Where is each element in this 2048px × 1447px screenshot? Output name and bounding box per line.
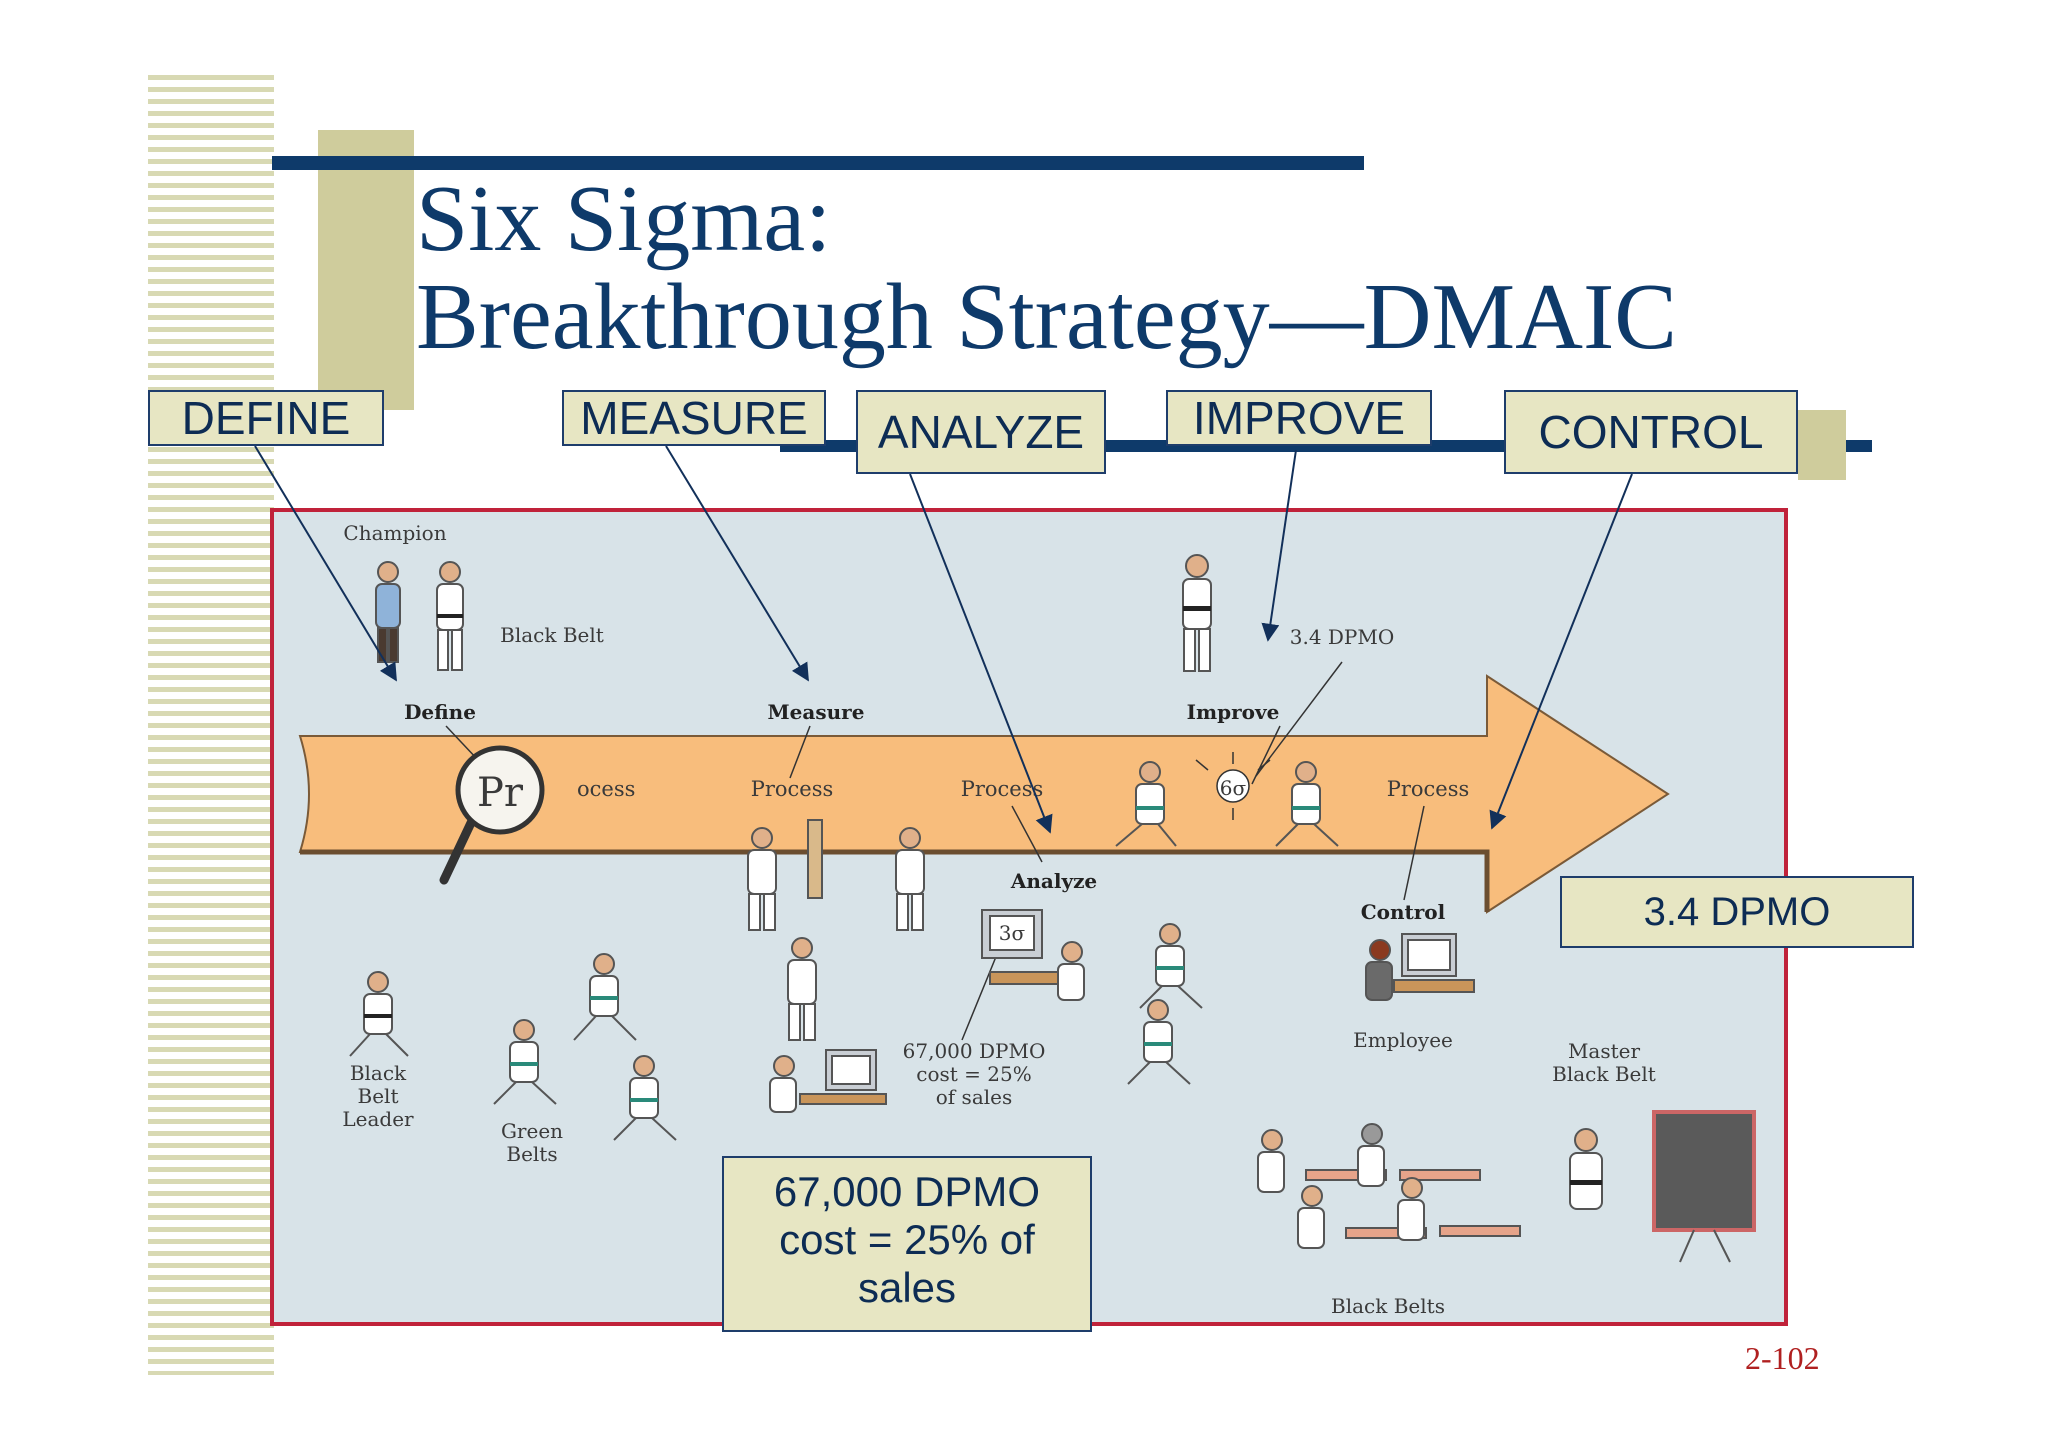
title-line-1: Six Sigma: — [416, 167, 832, 271]
role-black-belt-leader-3: Leader — [342, 1107, 414, 1131]
page-number: 2-102 — [1745, 1340, 1820, 1376]
arrow-shadow — [300, 849, 1490, 912]
connector-measure — [665, 445, 809, 682]
baseline-workstation — [769, 1049, 887, 1113]
connector-control — [1489, 473, 1633, 830]
role-black-belt-leader-1: Black — [350, 1061, 407, 1085]
analyze-note-1: 67,000 DPMO — [903, 1039, 1046, 1063]
step-measure-label: Measure — [768, 700, 865, 724]
connector-define — [254, 445, 397, 682]
green-belt-figures — [349, 923, 1203, 1141]
callout-baseline-line1: 67,000 DPMO — [773, 1168, 1041, 1215]
phase-analyze: ANALYZE — [856, 390, 1106, 474]
step-analyze-label: Analyze — [1010, 869, 1097, 893]
process-arrow — [298, 674, 1670, 914]
analyze-note-3: of sales — [936, 1085, 1012, 1109]
role-black-belts-label: Black Belts — [1331, 1294, 1445, 1318]
callout-baseline-line3: sales — [857, 1264, 957, 1311]
role-master-black-belt-2: Black Belt — [1552, 1062, 1656, 1086]
employee-workstation — [1365, 933, 1475, 1001]
process-label-define: ocess — [577, 777, 635, 801]
callout-target-dpmo: 3.4 DPMO — [1560, 876, 1914, 948]
phase-accent-block — [1798, 410, 1846, 480]
role-black-belt-label: Black Belt — [500, 623, 604, 647]
title-rule — [272, 156, 1364, 170]
title-line-2: Breakthrough Strategy—DMAIC — [416, 265, 1677, 369]
six-sigma-symbol: 6σ — [1220, 776, 1247, 800]
improve-dpmo-label: 3.4 DPMO — [1290, 625, 1395, 649]
black-belts-classroom — [1257, 1123, 1521, 1249]
sparring-figures — [1115, 761, 1339, 847]
role-green-belts-1: Green — [501, 1119, 563, 1143]
slide-title: Six Sigma: Breakthrough Strategy—DMAIC — [416, 170, 1677, 366]
magnifier-icon: Pr — [439, 745, 545, 885]
role-employee-label: Employee — [1353, 1028, 1453, 1052]
connector-improve — [1261, 449, 1297, 642]
role-black-belt-leader-2: Belt — [358, 1084, 399, 1108]
step-improve-label: Improve — [1187, 700, 1280, 724]
master-black-belt-figure — [1569, 1110, 1756, 1263]
measure-figures — [747, 819, 925, 1041]
callout-baseline-line2: cost = 25% of — [779, 1216, 1035, 1263]
phase-improve: IMPROVE — [1166, 390, 1432, 446]
step-control-label: Control — [1361, 900, 1446, 924]
callout-baseline-dpmo: 67,000 DPMO cost = 25% of sales — [722, 1156, 1092, 1332]
champion-figure — [375, 561, 464, 671]
role-champion-label: Champion — [343, 521, 446, 545]
analyze-workstation: 3σ — [981, 909, 1085, 1001]
six-sigma-burst-icon: 6σ — [1195, 752, 1271, 820]
process-label-measure: Process — [751, 777, 834, 801]
title-accent-block — [318, 130, 414, 410]
phase-define: DEFINE — [148, 390, 384, 446]
analyze-note-2: cost = 25% — [916, 1062, 1031, 1086]
connector-analyze — [909, 473, 1053, 834]
phase-measure: MEASURE — [562, 390, 826, 446]
decorative-stripe — [148, 75, 274, 1375]
role-green-belts-2: Belts — [506, 1142, 557, 1166]
monitor-sigma-text: 3σ — [999, 921, 1026, 945]
phase-control: CONTROL — [1504, 390, 1798, 474]
role-master-black-belt-1: Master — [1568, 1039, 1641, 1063]
improve-black-belt-figure — [1182, 554, 1212, 672]
step-define-label: Define — [404, 700, 476, 724]
process-label-control: Process — [1387, 777, 1470, 801]
magnifier-text: Pr — [477, 770, 524, 816]
